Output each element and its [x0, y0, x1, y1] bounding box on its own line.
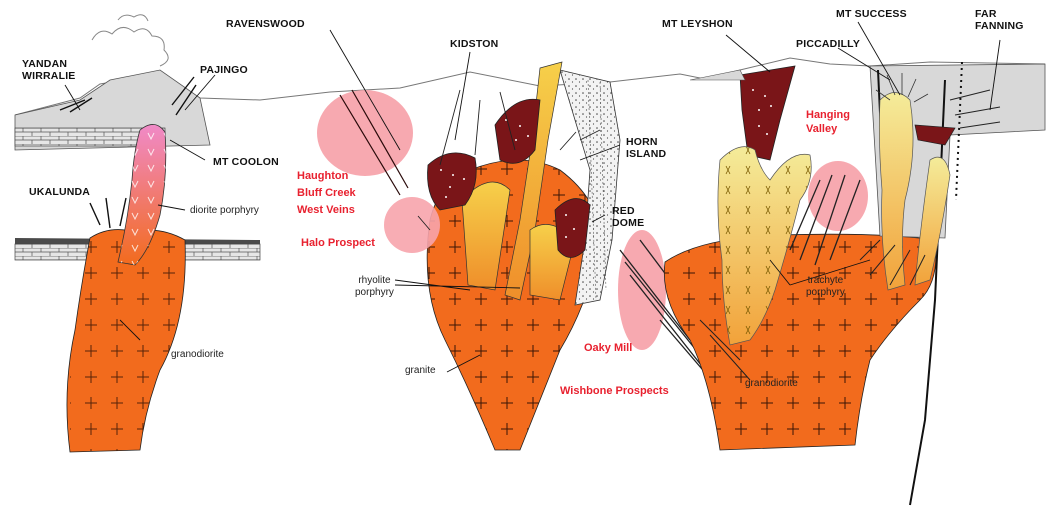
haughton-halo — [317, 90, 413, 176]
label-granodiorite-right: granodiorite — [745, 378, 798, 390]
label-kidston: KIDSTON — [450, 38, 498, 50]
label-ukalunda: UKALUNDA — [29, 186, 90, 198]
mt-leyshon-breccia — [740, 66, 795, 160]
volcanic-plume-2 — [118, 15, 148, 21]
label-halo-prospect: Halo Prospect — [301, 237, 375, 250]
red-dome-breccia — [555, 199, 590, 258]
label-wishbone-prospects: Wishbone Prospects — [560, 385, 669, 398]
label-ravenswood: RAVENSWOOD — [226, 18, 305, 30]
label-granodiorite-left: granodiorite — [171, 349, 224, 361]
label-mt-coolon: MT COOLON — [213, 156, 279, 168]
halo-prospect-zone — [384, 197, 440, 253]
label-pajingo: PAJINGO — [200, 64, 248, 76]
volcanic-plume — [92, 27, 168, 66]
label-piccadilly: PICCADILLY — [796, 38, 860, 50]
label-diorite-porphyry: diorite porphyry — [190, 205, 259, 217]
label-oaky-mill: Oaky Mill — [584, 342, 632, 355]
label-granite: granite — [405, 365, 436, 377]
label-mt-leyshon: MT LEYSHON — [662, 18, 733, 30]
label-mt-success: MT SUCCESS — [836, 8, 907, 20]
mt-leyshon-flank — [690, 70, 745, 80]
